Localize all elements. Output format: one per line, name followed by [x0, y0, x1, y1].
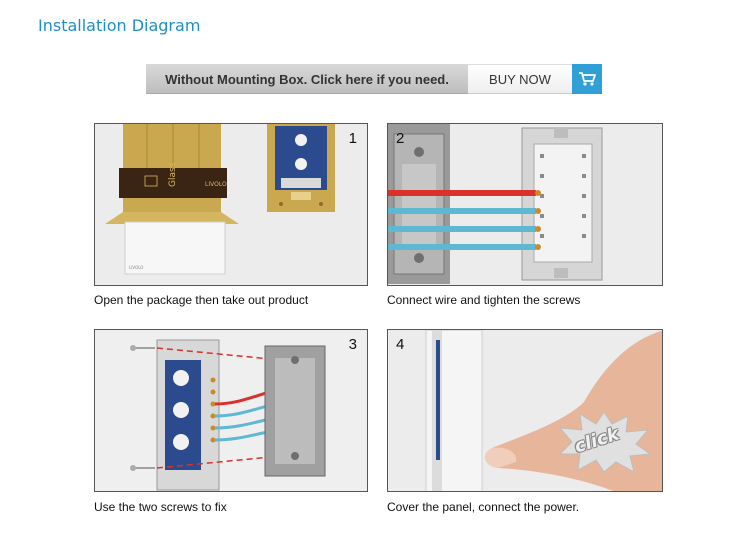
- step-4-panel: 4 click: [387, 329, 663, 492]
- banner-message[interactable]: Without Mounting Box. Click here if you …: [146, 64, 468, 94]
- step-2-number: 2: [396, 130, 405, 147]
- svg-text:LIVOLO: LIVOLO: [205, 181, 227, 188]
- step-4-number: 4: [396, 336, 405, 353]
- step-2-illustration: [388, 124, 662, 285]
- step-1-number: 1: [348, 130, 357, 147]
- step-3-illustration: [95, 330, 367, 491]
- step-1-panel: Glass LIVOLO LIVOLO 1: [94, 123, 368, 286]
- step-3-caption: Use the two screws to fix: [94, 500, 227, 514]
- step-4-caption: Cover the panel, connect the power.: [387, 500, 580, 514]
- page-title: Installation Diagram: [38, 16, 201, 35]
- click-burst-icon: [558, 411, 652, 473]
- step-2-caption: Connect wire and tighten the screws: [387, 293, 581, 307]
- step-3-number: 3: [348, 336, 357, 353]
- svg-text:LIVOLO: LIVOLO: [129, 265, 143, 270]
- step-3-panel: 3: [94, 329, 368, 492]
- step-1-caption: Open the package then take out product: [94, 293, 309, 307]
- buy-now-button[interactable]: BUY NOW: [468, 64, 572, 94]
- mounting-box-banner[interactable]: Without Mounting Box. Click here if you …: [146, 64, 602, 94]
- svg-text:Glass: Glass: [168, 162, 178, 187]
- click-badge: click: [556, 410, 652, 474]
- step-1-illustration: Glass LIVOLO LIVOLO: [95, 124, 367, 285]
- step-2-panel: 2: [387, 123, 663, 286]
- cart-icon[interactable]: [572, 64, 602, 94]
